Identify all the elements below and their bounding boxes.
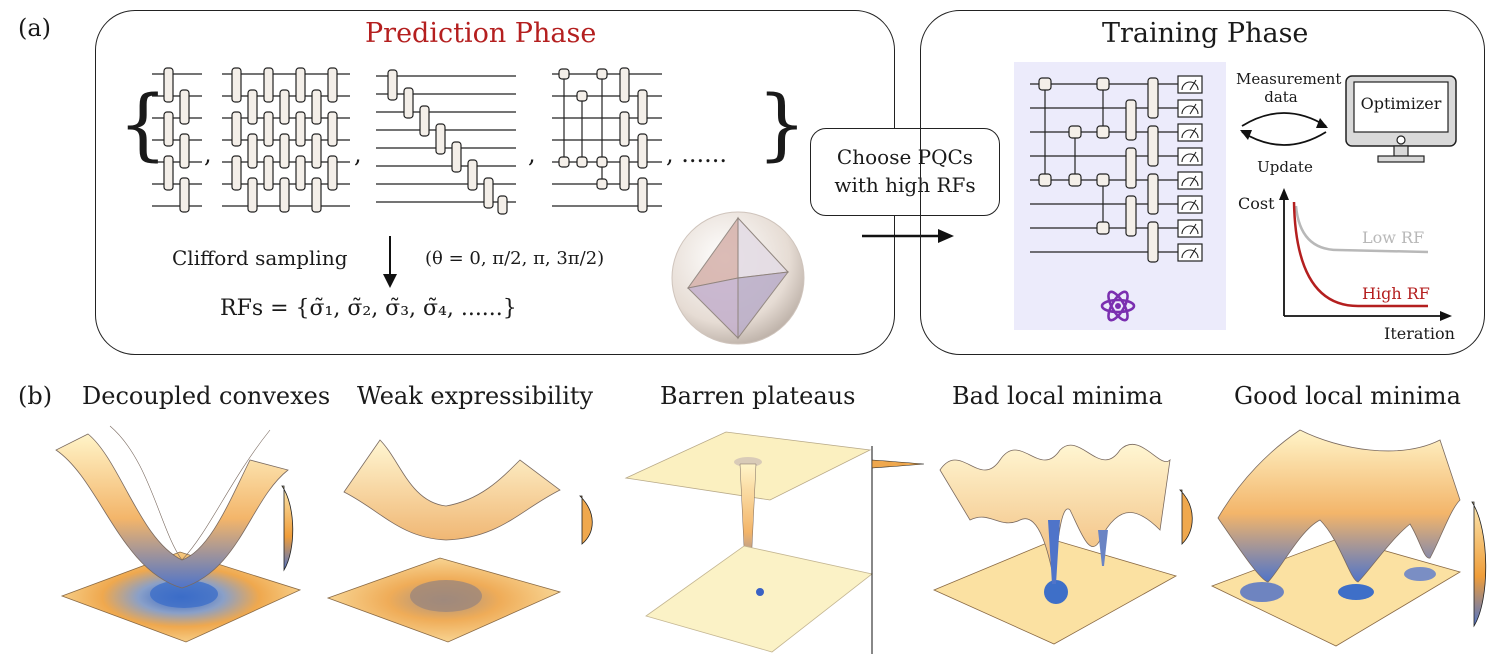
choose-pqcs-box: Choose PQCs with high RFs [810, 128, 1000, 216]
high-rf-label: High RF [1362, 284, 1430, 303]
high-rf-curve [1292, 201, 1428, 308]
monitor-icon [1345, 75, 1457, 163]
low-rf-label: Low RF [1362, 228, 1425, 247]
circuit-1 [152, 67, 202, 213]
right-brace: } [757, 80, 807, 170]
landscape-title-barren-plateaus: Barren plateaus [660, 382, 856, 410]
landscape-title-decoupled-convexes: Decoupled convexes [82, 382, 331, 410]
measurement-label-line2: data [1264, 88, 1298, 106]
iteration-axis-label: Iteration [1384, 324, 1455, 343]
pqc-circuit [1030, 75, 1203, 263]
feedback-loop-arrows [1240, 112, 1328, 146]
landscape-title-weak-expressibility: Weak expressibility [357, 382, 594, 410]
circuit-4 [552, 67, 662, 213]
dots: , ...... [666, 140, 728, 168]
prediction-phase-title: Prediction Phase [365, 18, 597, 49]
comma-2: , [354, 140, 362, 168]
left-brace: { [118, 80, 168, 170]
atom-icon [1100, 290, 1136, 322]
panel-b-label: (b) [18, 382, 53, 410]
landscape-graphics [55, 425, 1487, 654]
comma-1: , [204, 140, 212, 168]
rfs-formula: RFs = {σ̃₁, σ̃₂, σ̃₃, σ̃₄, ......} [220, 296, 517, 321]
update-label: Update [1257, 158, 1313, 176]
right-arrow [862, 229, 954, 243]
training-phase-panel [920, 10, 1485, 355]
choose-pqcs-line1: Choose PQCs [836, 145, 974, 169]
down-arrow [383, 236, 397, 288]
comma-3: , [528, 140, 536, 168]
clifford-sampling-label: Clifford sampling [172, 246, 348, 270]
circuit-3 [376, 69, 516, 215]
choose-pqcs-line2: with high RFs [834, 173, 976, 197]
training-phase-title: Training Phase [1102, 18, 1309, 49]
angles-label: (θ = 0, π/2, π, 3π/2) [425, 248, 605, 269]
cost-axis-label: Cost [1238, 194, 1275, 213]
measurement-label-line1: Measurement [1236, 70, 1342, 88]
bloch-sphere-octahedron [671, 211, 805, 345]
cost-iteration-plot [1279, 188, 1452, 321]
landscape-title-bad-local-minima: Bad local minima [952, 382, 1163, 410]
optimizer-label: Optimizer [1360, 94, 1442, 113]
landscape-title-good-local-minima: Good local minima [1234, 382, 1461, 410]
low-rf-curve [1294, 205, 1429, 254]
panel-a-label: (a) [18, 14, 52, 42]
circuit-2 [222, 67, 350, 213]
